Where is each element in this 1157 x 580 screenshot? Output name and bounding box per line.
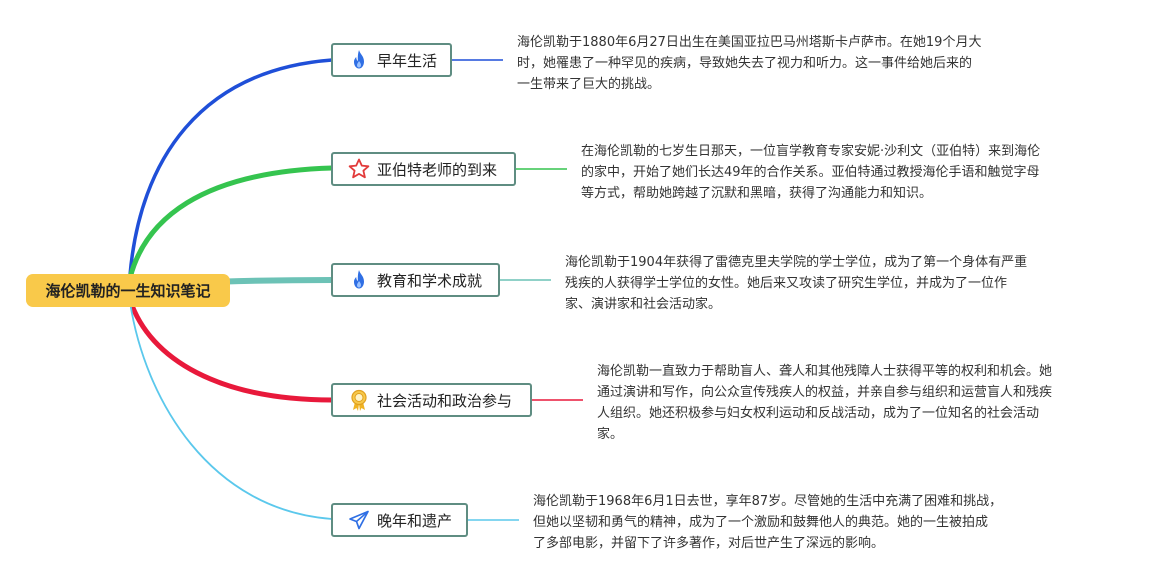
award-ribbon-icon <box>347 388 371 412</box>
branch-connector-teacher <box>127 165 333 279</box>
flame-icon <box>347 268 371 292</box>
branch-connector-early-life <box>128 58 333 276</box>
star-icon <box>347 157 371 181</box>
root-topic-label: 海伦凯勒的一生知识笔记 <box>45 282 211 300</box>
note-early-life: 海伦凯勒于1880年6月27日出生在美国亚拉巴马州塔斯卡卢萨市。在她19个月大 … <box>517 35 982 92</box>
branch-label: 早年生活 <box>377 51 438 70</box>
branch-connector-activism <box>127 299 333 403</box>
note-later-years: 海伦凯勒于1968年6月1日去世，享年87岁。尽管她的生活中充满了困难和挑战， … <box>533 494 1003 551</box>
flame-icon <box>347 48 371 72</box>
root-topic[interactable]: 海伦凯勒的一生知识笔记 <box>26 274 230 307</box>
note-activism: 海伦凯勒一直致力于帮助盲人、聋人和其他残障人士获得平等的权利和机会。她 通过演讲… <box>597 364 1053 442</box>
branch-teacher-arrival[interactable]: 亚伯特老师的到来 <box>331 152 516 186</box>
branch-label: 教育和学术成就 <box>377 271 483 290</box>
paper-plane-icon <box>347 508 371 532</box>
branch-later-years[interactable]: 晚年和遗产 <box>331 503 468 537</box>
branch-early-life[interactable]: 早年生活 <box>331 43 452 77</box>
note-education: 海伦凯勒于1904年获得了雷德克里夫学院的学士学位，成为了第一个身体有严重 残疾… <box>565 255 1028 312</box>
branch-education[interactable]: 教育和学术成就 <box>331 263 500 297</box>
branch-label: 亚伯特老师的到来 <box>377 160 498 179</box>
branch-label: 社会活动和政治参与 <box>377 391 513 410</box>
branch-activism[interactable]: 社会活动和政治参与 <box>331 383 532 417</box>
branch-connector-later-years <box>129 301 333 520</box>
branch-label: 晚年和遗产 <box>377 511 453 530</box>
note-teacher-arrival: 在海伦凯勒的七岁生日那天，一位盲学教育专家安妮·沙利文（亚伯特）来到海伦 的家中… <box>581 144 1041 201</box>
